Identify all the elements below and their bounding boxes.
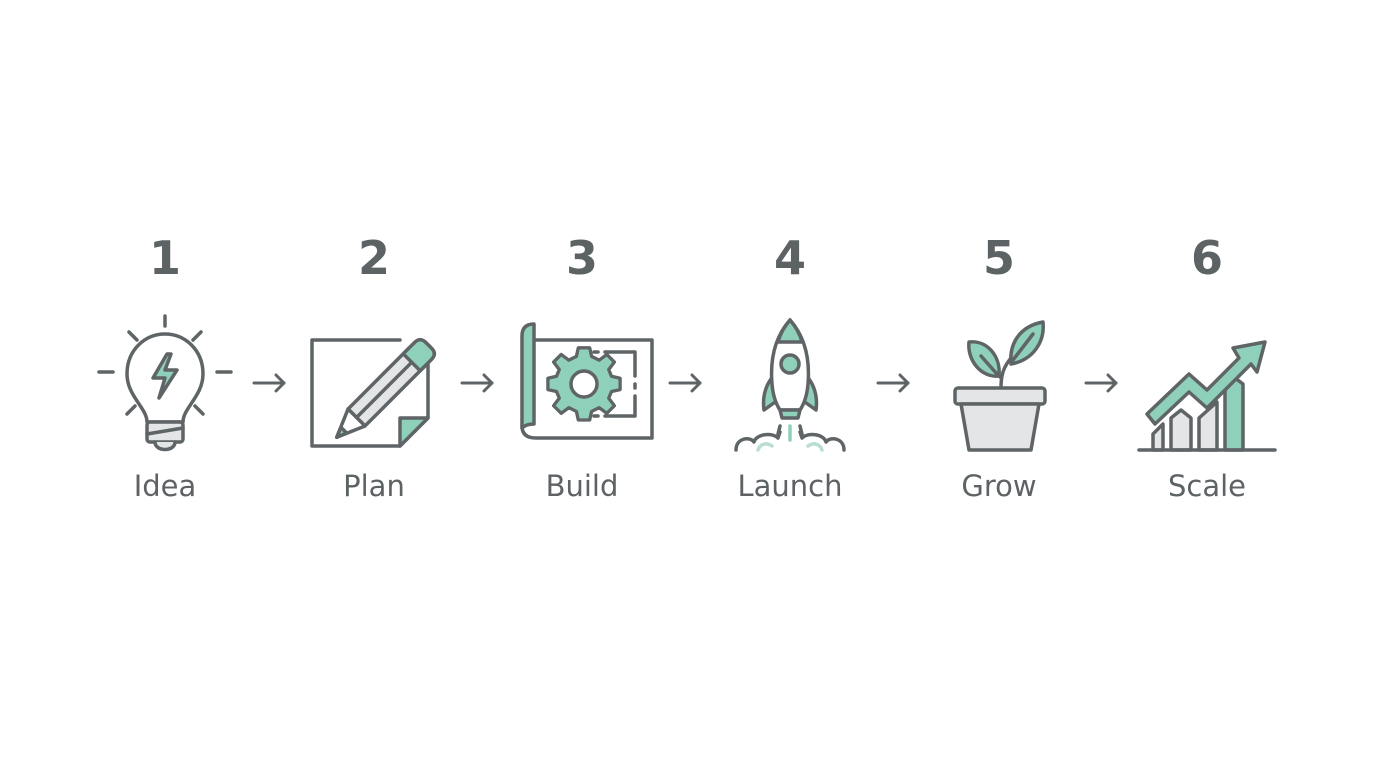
step-scale: 6 Scale (1117, 230, 1297, 504)
step-number: 3 (565, 231, 598, 285)
step-label: Build (545, 469, 619, 503)
step-build: 3 Build (492, 230, 672, 504)
step-label: Launch (737, 469, 843, 503)
arrow-right-icon (250, 372, 290, 394)
step-number: 5 (982, 231, 1015, 285)
arrow-right-icon (458, 372, 498, 394)
arrow-right-icon (1082, 372, 1122, 394)
pencil-paper-icon (284, 300, 464, 460)
step-plan: 2 Plan (284, 230, 464, 504)
step-launch: 4 Launch (700, 230, 880, 504)
lightbulb-icon (75, 300, 255, 460)
arrow-right-icon (874, 372, 914, 394)
plant-pot-icon (909, 300, 1089, 460)
step-number: 1 (148, 231, 181, 285)
blueprint-gear-icon (492, 300, 672, 460)
growth-chart-icon (1117, 300, 1297, 460)
step-grow: 5 Grow (909, 230, 1089, 504)
step-label: Plan (343, 469, 405, 503)
rocket-icon (700, 300, 880, 460)
arrow-right-icon (666, 372, 706, 394)
step-label: Scale (1167, 469, 1247, 503)
step-label: Idea (133, 469, 197, 503)
step-number: 2 (357, 231, 390, 285)
step-number: 6 (1190, 231, 1223, 285)
step-label: Grow (961, 469, 1037, 503)
step-idea: 1 Idea (75, 230, 255, 504)
step-number: 4 (773, 231, 806, 285)
